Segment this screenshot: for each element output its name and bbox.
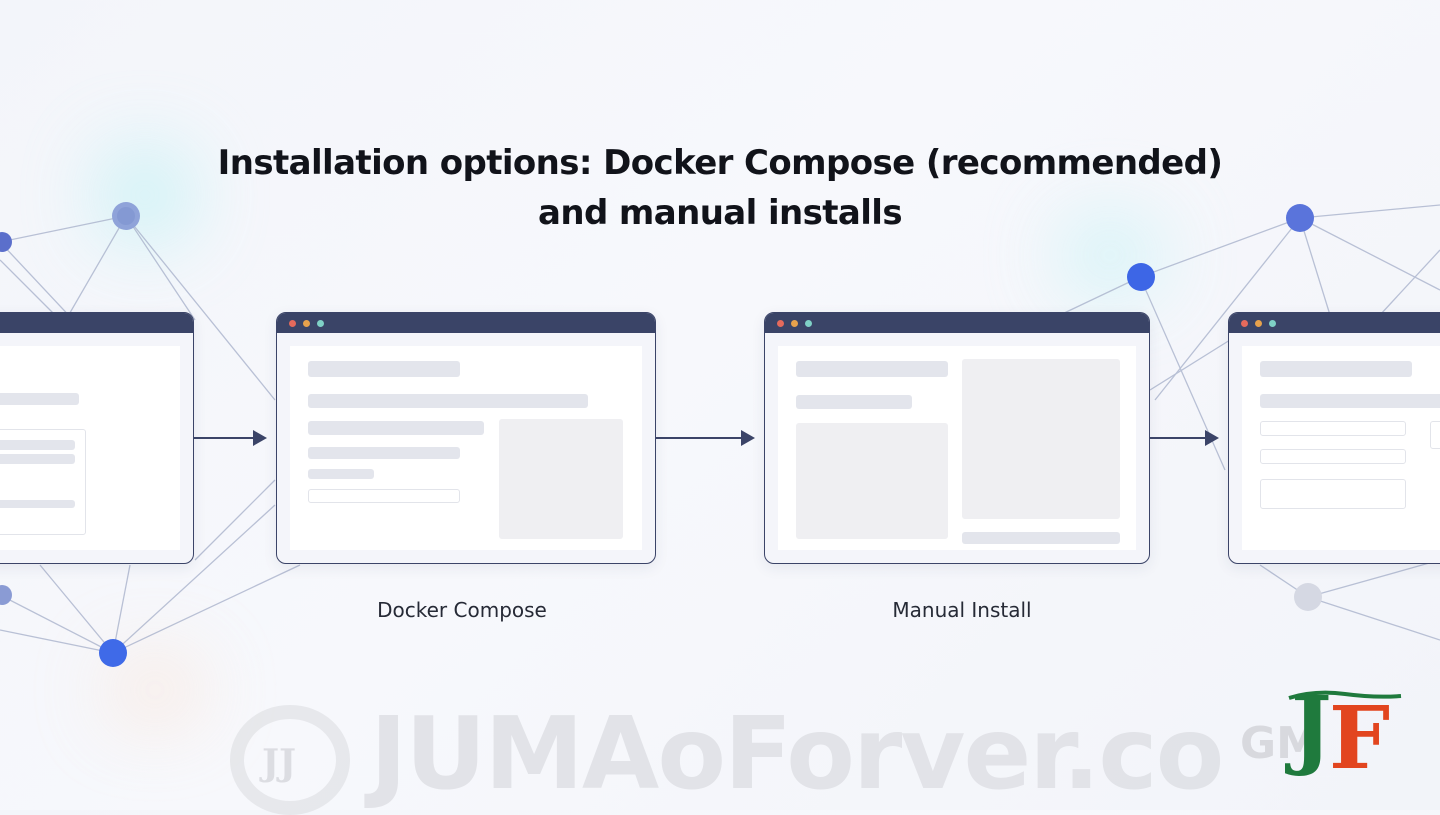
window-body [290,346,642,550]
placeholder-bar [308,361,460,377]
placeholder-image [499,419,623,539]
jf-logo: J F [1285,678,1402,776]
window-left-partial [0,312,194,564]
window-docker-compose [276,312,656,564]
window-manual-install [764,312,1150,564]
placeholder-bar [0,454,75,464]
placeholder-input [1430,421,1440,449]
minimize-dot-icon [303,320,310,327]
placeholder-input [1260,421,1406,436]
svg-text:F: F [1329,688,1390,776]
watermark-text: JUMAoForver.co [370,695,1224,812]
maximize-dot-icon [1269,320,1276,327]
close-dot-icon [1241,320,1248,327]
placeholder-bar [796,361,948,377]
maximize-dot-icon [317,320,324,327]
title-line-2: and manual installs [538,193,903,233]
close-dot-icon [777,320,784,327]
window-title-bar [277,313,655,333]
network-nodes [0,202,1322,667]
page-title: Installation options: Docker Compose (re… [0,138,1440,238]
placeholder-bar [0,500,75,508]
placeholder-image [962,359,1120,519]
placeholder-card [0,429,86,535]
watermark-badge-text: JJ [262,742,297,784]
placeholder-bar [962,532,1120,544]
flow-arrow-3 [1150,430,1219,446]
watermark-gm: GM [1240,718,1320,769]
placeholder-input [1260,449,1406,464]
window-body [1242,346,1440,550]
placeholder-bar [796,395,912,409]
window-right-partial [1228,312,1440,564]
placeholder-bar [1260,361,1412,377]
window-body [778,346,1136,550]
close-dot-icon [289,320,296,327]
flow-arrow-1 [194,430,267,446]
placeholder-bar [308,447,460,459]
window-title-bar [0,313,193,333]
placeholder-bar [308,394,588,408]
placeholder-bar [308,469,374,479]
placeholder-bar [0,440,75,450]
window-title-bar [1229,313,1440,333]
placeholder-input [308,489,460,503]
placeholder-bar [308,421,484,435]
window-body [0,346,180,550]
maximize-dot-icon [805,320,812,327]
placeholder-bar [0,393,79,405]
label-docker-compose: Docker Compose [377,598,547,622]
placeholder-input [1260,479,1406,509]
minimize-dot-icon [791,320,798,327]
placeholder-bar [1260,394,1440,408]
window-title-bar [765,313,1149,333]
title-line-1: Installation options: Docker Compose (re… [217,143,1223,183]
label-manual-install: Manual Install [892,598,1032,622]
flow-arrow-2 [656,430,755,446]
minimize-dot-icon [1255,320,1262,327]
placeholder-image [796,423,948,539]
